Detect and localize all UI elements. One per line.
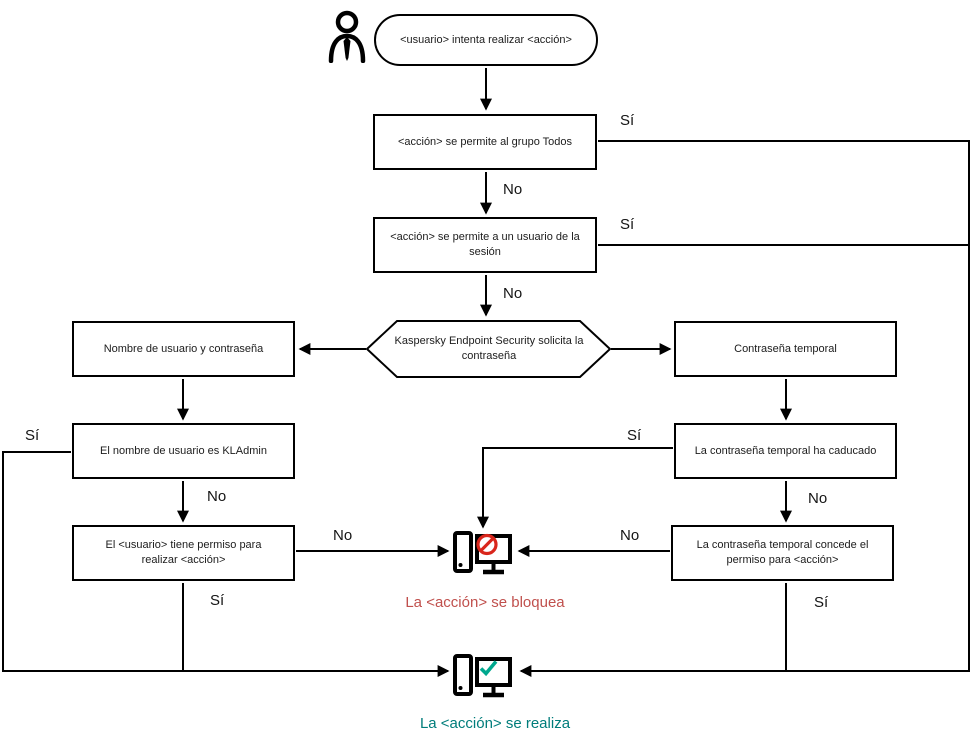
node-temp-expired: La contraseña temporal ha caducado <box>674 423 897 479</box>
label-yes-temp-expired: Sí <box>627 427 642 444</box>
label-no-allow-session: No <box>503 285 523 302</box>
action-blocked-icon <box>453 531 512 575</box>
node-user-has-perm-label: El <usuario> tiene permiso para realizar… <box>105 539 262 566</box>
label-no-user-has-perm: No <box>333 527 353 544</box>
node-ask-password: Kaspersky Endpoint Security solicita la … <box>389 323 589 375</box>
label-no-temp-expired: No <box>808 490 828 507</box>
action-performed-icon <box>453 654 512 698</box>
node-user-pass: Nombre de usuario y contraseña <box>72 321 295 377</box>
label-yes-temp-grants: Sí <box>814 594 829 611</box>
label-yes-allow-all: Sí <box>620 112 635 129</box>
node-temp-pass-label: Contraseña temporal <box>734 342 837 355</box>
node-is-kladmin-label: El nombre de usuario es KLAdmin <box>100 444 267 457</box>
performed-caption: La <acción> se realiza <box>419 715 571 732</box>
label-no-allow-all: No <box>503 181 523 198</box>
node-allow-session: <acción> se permite a un usuario de la s… <box>373 217 597 273</box>
label-no-temp-grants: No <box>620 527 640 544</box>
node-temp-pass: Contraseña temporal <box>674 321 897 377</box>
node-allow-all: <acción> se permite al grupo Todos <box>373 114 597 170</box>
label-yes-user-has-perm: Sí <box>210 592 225 609</box>
label-yes-is-kladmin: Sí <box>25 427 40 444</box>
decision-hexagon-shape <box>365 320 612 378</box>
node-user-pass-label: Nombre de usuario y contraseña <box>103 342 264 355</box>
node-ask-password-label: Kaspersky Endpoint Security solicita la … <box>394 335 584 362</box>
node-user-has-perm: El <usuario> tiene permiso para realizar… <box>72 525 295 581</box>
label-no-is-kladmin: No <box>207 488 227 505</box>
label-yes-allow-session: Sí <box>620 216 635 233</box>
node-allow-session-label: <acción> se permite a un usuario de la s… <box>390 231 580 258</box>
node-temp-expired-label: La contraseña temporal ha caducado <box>694 444 877 457</box>
node-temp-grants-label: La contraseña temporal concede el permis… <box>696 539 869 566</box>
node-is-kladmin: El nombre de usuario es KLAdmin <box>72 423 295 479</box>
node-temp-grants: La contraseña temporal concede el permis… <box>671 525 894 581</box>
blocked-caption: La <acción> se bloquea <box>405 594 565 611</box>
node-start: <usuario> intenta realizar <acción> <box>374 14 598 66</box>
node-allow-all-label: <acción> se permite al grupo Todos <box>397 135 573 148</box>
user-icon <box>328 10 366 63</box>
node-start-label: <usuario> intenta realizar <acción> <box>400 33 572 46</box>
